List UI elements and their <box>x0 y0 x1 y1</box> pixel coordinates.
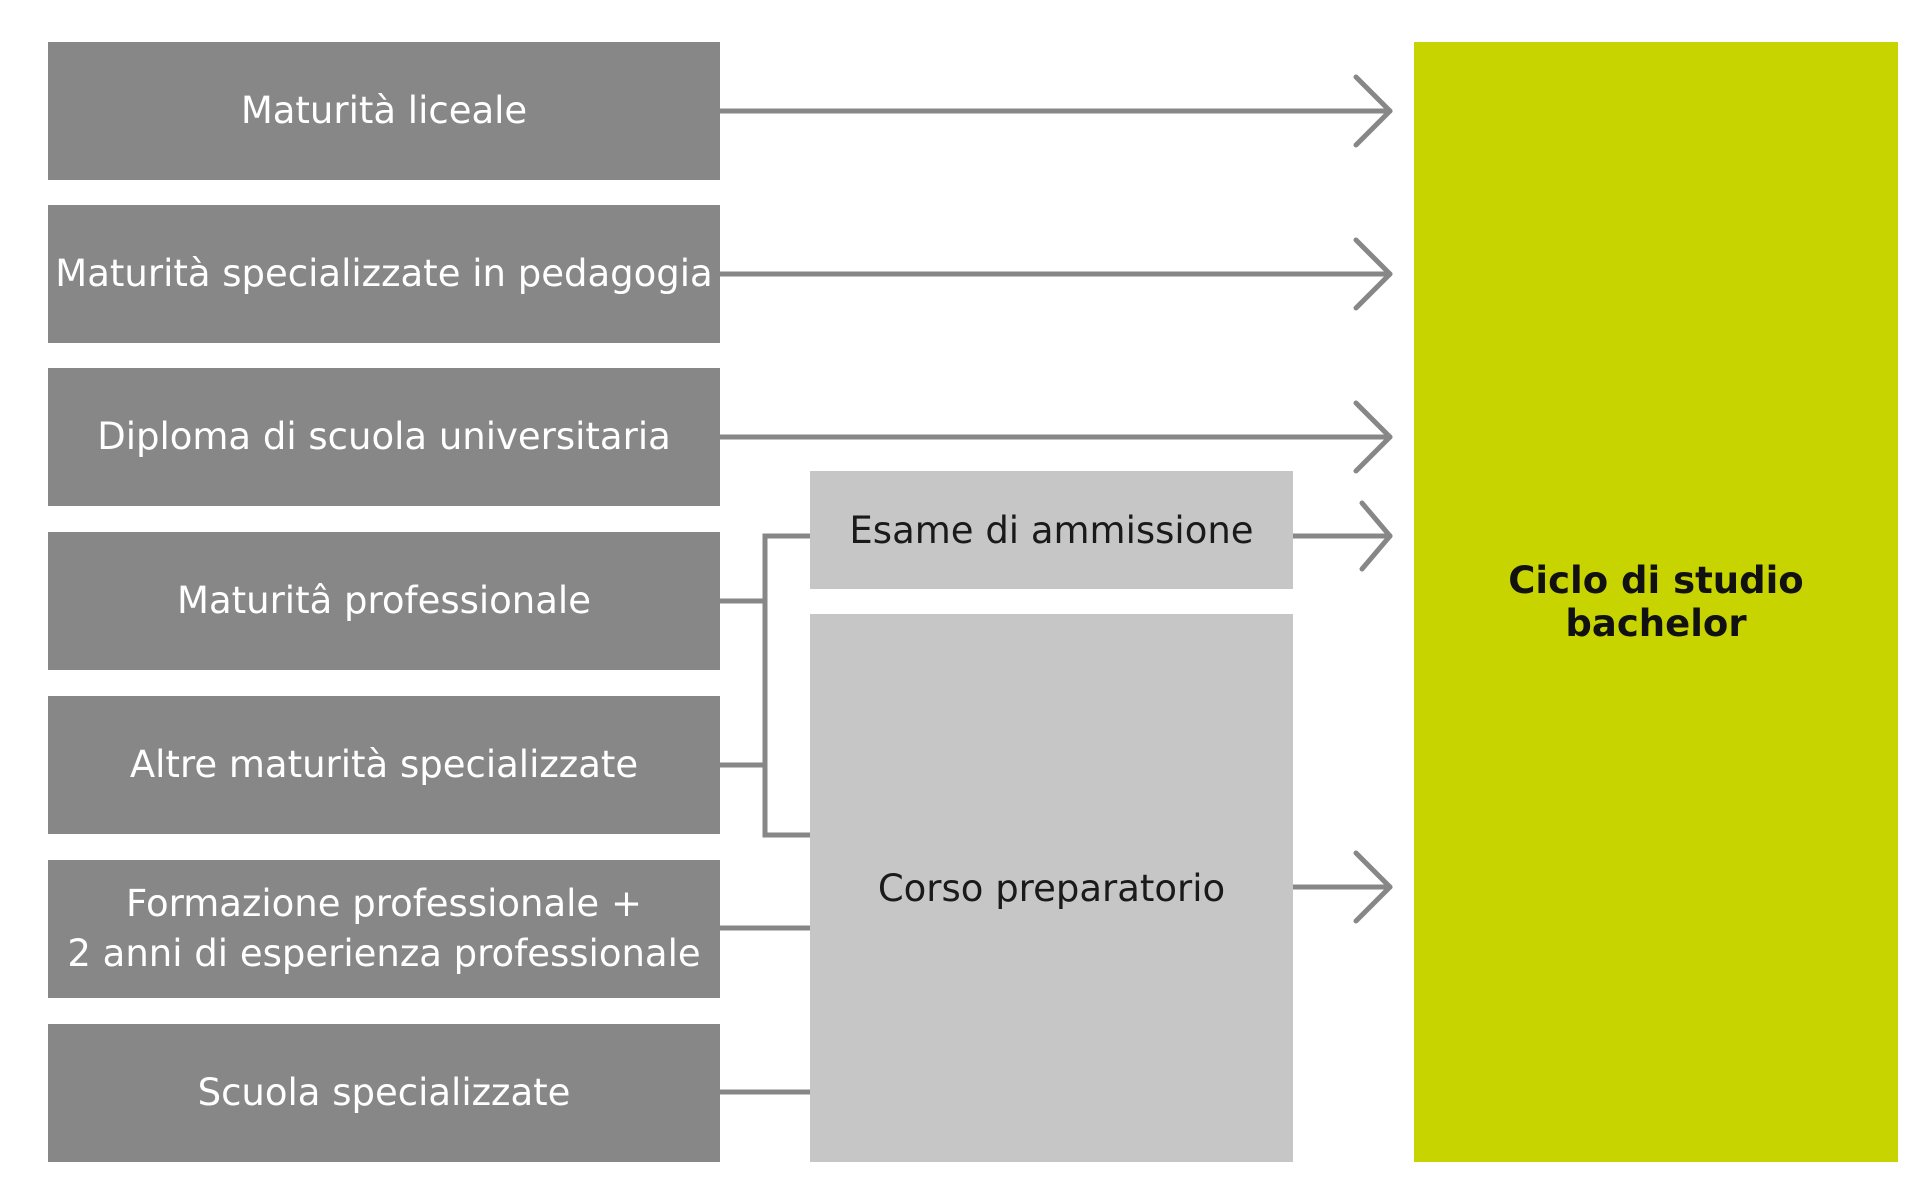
source-label-maturita-professionale: Maturitâ professionale <box>177 579 591 622</box>
arrowhead-maturita-liceale <box>1353 74 1393 148</box>
source-label-scuola-specializzate: Scuola specializzate <box>197 1071 571 1114</box>
arrowhead-esame <box>1359 500 1393 572</box>
source-box-formazione-professionale: Formazione professionale + 2 anni di esp… <box>48 860 720 998</box>
ciclo-bachelor-label: Ciclo di studio bachelor <box>1508 559 1804 645</box>
source-label-altre-maturita: Altre maturità specializzate <box>129 743 639 786</box>
arrowhead-corso <box>1353 850 1393 924</box>
source-box-altre-maturita: Altre maturità specializzate <box>48 696 720 834</box>
arrowhead-diploma-universitaria <box>1353 400 1393 474</box>
source-label-diploma-universitaria: Diploma di scuola universitaria <box>97 415 671 458</box>
esame-ammissione-label: Esame di ammissione <box>849 508 1254 552</box>
source-box-maturita-liceale: Maturità liceale <box>48 42 720 180</box>
source-label-formazione-professionale: Formazione professionale + 2 anni di esp… <box>67 882 701 975</box>
corso-preparatorio-label: Corso preparatorio <box>877 866 1226 910</box>
arrowhead-maturita-pedagogia <box>1353 237 1393 311</box>
feeder-connectors <box>720 533 810 1095</box>
corso-preparatorio-box: Corso preparatorio <box>810 614 1293 1162</box>
direct-arrows <box>717 74 1393 924</box>
source-label-maturita-pedagogia: Maturità specializzate in pedagogia <box>55 252 713 295</box>
source-box-scuola-specializzate: Scuola specializzate <box>48 1024 720 1162</box>
esame-ammissione-box: Esame di ammissione <box>810 471 1293 589</box>
source-label-maturita-liceale: Maturità liceale <box>240 89 528 132</box>
ciclo-bachelor-box: Ciclo di studio bachelor <box>1414 42 1898 1162</box>
source-box-maturita-professionale: Maturitâ professionale <box>48 532 720 670</box>
connector-bracket <box>762 533 810 838</box>
source-box-diploma-universitaria: Diploma di scuola universitaria <box>48 368 720 506</box>
source-box-maturita-pedagogia: Maturità specializzate in pedagogia <box>48 205 720 343</box>
